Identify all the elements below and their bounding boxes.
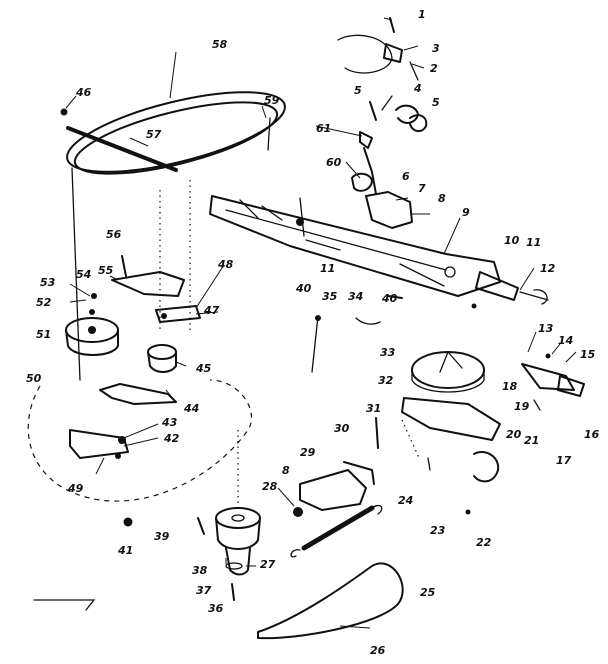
part-number-36: 36: [208, 602, 224, 615]
part-number-34: 34: [348, 290, 363, 303]
part-number-59: 59: [264, 94, 280, 107]
part-number-35: 35: [322, 290, 338, 303]
part-number-46: 46: [75, 86, 92, 99]
part-number-20: 20: [506, 428, 522, 441]
cross-bar-part: [66, 126, 178, 172]
part-number-22: 22: [476, 536, 492, 549]
part-number-40-right: 40: [381, 292, 398, 305]
part-number-17: 17: [556, 454, 572, 467]
part-number-28: 28: [262, 480, 278, 493]
part-number-37: 37: [196, 584, 212, 597]
main-frame-rail-part: [209, 195, 501, 297]
part-number-5-upper: 5: [354, 84, 362, 97]
part-number-43: 43: [161, 416, 178, 429]
upper-linkage-parts: [337, 17, 428, 229]
part-number-47: 47: [203, 304, 220, 317]
part-number-25: 25: [420, 586, 436, 599]
part-number-61: 61: [316, 122, 331, 135]
part-number-18: 18: [502, 380, 518, 393]
part-number-10: 10: [504, 234, 520, 247]
part-number-40-left: 40: [295, 282, 312, 295]
part-number-4: 4: [413, 82, 422, 95]
part-number-1: 1: [418, 8, 426, 21]
part-number-16: 16: [584, 428, 600, 441]
part-number-48: 48: [217, 258, 234, 271]
part-number-51: 51: [36, 328, 51, 341]
lower-belt-parts: [27, 379, 253, 527]
part-number-7: 7: [418, 182, 426, 195]
part-number-45: 45: [195, 362, 212, 375]
part-number-3: 3: [432, 42, 440, 55]
part-number-8-lower: 8: [282, 464, 290, 477]
spring-rod-parts: [311, 315, 381, 449]
part-number-9: 9: [462, 206, 470, 219]
part-number-32: 32: [378, 374, 394, 387]
part-number-29: 29: [300, 446, 316, 459]
part-number-38: 38: [192, 564, 208, 577]
part-number-15: 15: [580, 348, 596, 361]
part-number-31: 31: [366, 402, 381, 415]
part-number-27: 27: [260, 558, 276, 571]
part-number-55: 55: [98, 264, 114, 277]
screw-part: [60, 108, 68, 116]
part-number-21: 21: [524, 434, 539, 447]
upper-pulley-parts: [65, 255, 185, 356]
part-number-6: 6: [402, 170, 410, 183]
part-number-24: 24: [398, 494, 413, 507]
part-number-19: 19: [514, 400, 530, 413]
part-number-26: 26: [370, 644, 386, 657]
part-number-23: 23: [430, 524, 446, 537]
part-number-50: 50: [26, 372, 42, 385]
part-number-12: 12: [540, 262, 556, 275]
part-number-41: 41: [117, 544, 133, 557]
part-number-49: 49: [67, 482, 84, 495]
part-number-8-upper: 8: [438, 192, 446, 205]
idler-pulley-parts: [147, 305, 201, 373]
part-number-53: 53: [40, 276, 56, 289]
corner-mark: [33, 599, 96, 611]
part-number-44: 44: [183, 402, 199, 415]
part-number-57: 57: [146, 128, 162, 141]
part-number-11-left: 11: [320, 262, 335, 275]
part-number-60: 60: [326, 156, 342, 169]
part-number-labels: 1 3 2 5 4 5 61 60 6 7 8 9 10 11 12 11 40…: [26, 8, 600, 657]
part-number-56: 56: [106, 228, 122, 241]
part-number-39: 39: [154, 530, 170, 543]
part-number-5-right: 5: [432, 96, 440, 109]
bracket-pin-parts: [471, 271, 549, 309]
part-number-58: 58: [212, 38, 228, 51]
part-number-42: 42: [163, 432, 180, 445]
belt-guard-part: [66, 91, 286, 381]
lower-bracket-parts: [293, 461, 375, 517]
v-belt-part: [257, 562, 404, 640]
part-number-54: 54: [76, 268, 91, 281]
leader-lines: [65, 17, 577, 629]
part-number-30: 30: [334, 422, 350, 435]
part-number-2: 2: [430, 62, 438, 75]
part-number-11-right: 11: [526, 236, 541, 249]
bolt-part: [387, 295, 403, 299]
part-number-33: 33: [380, 346, 396, 359]
pulley-assembly-parts: [197, 430, 261, 601]
right-side-parts: [401, 351, 585, 515]
tension-spring-part: [290, 504, 383, 558]
part-number-52: 52: [36, 296, 52, 309]
part-number-14: 14: [558, 334, 573, 347]
part-number-13: 13: [538, 322, 554, 335]
